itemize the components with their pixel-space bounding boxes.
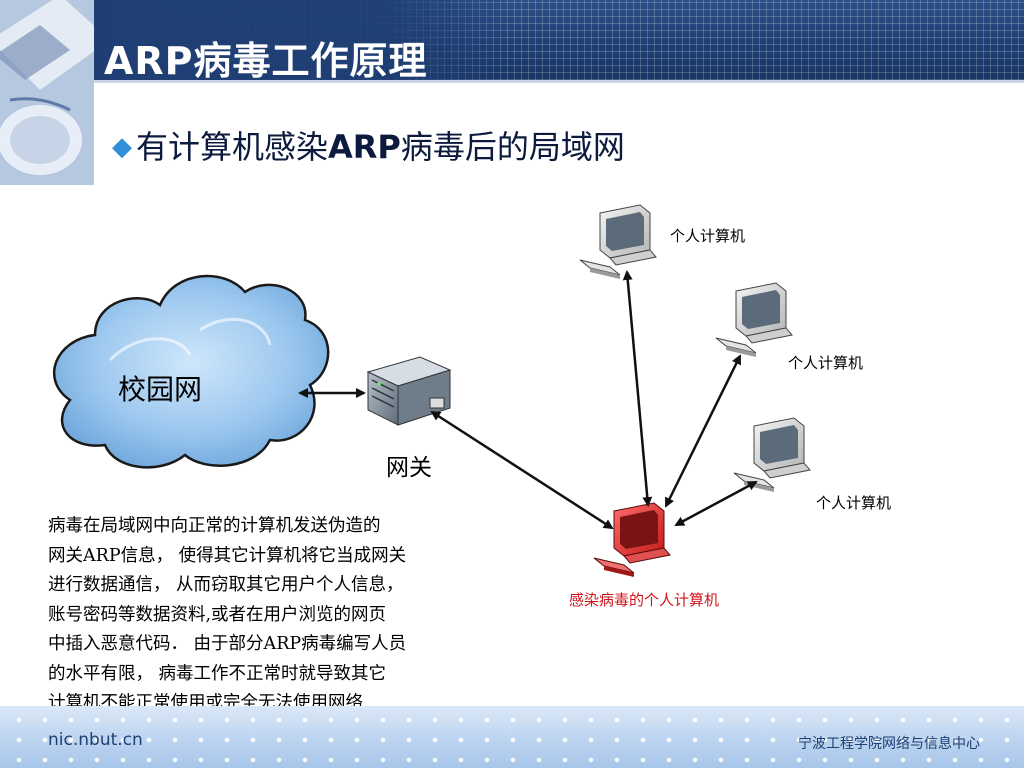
arrow-pc2-infected (664, 354, 742, 508)
description-text: 病毒在局域网中向正常的计算机发送伪造的 网关ARP信息， 使得其它计算机将它当成… (48, 516, 407, 713)
gateway-label: 网关 (386, 455, 432, 481)
footer-site: nic.nbut.cn (48, 730, 143, 750)
infected-pc-icon (593, 502, 671, 577)
slide-title: ARP病毒工作原理 (104, 39, 428, 83)
keyboard-mouse-image (0, 0, 94, 185)
pc-icon (733, 417, 811, 492)
infected-pc-label: 感染病毒的个人计算机 (569, 591, 720, 609)
title-underline (94, 80, 1024, 83)
subtitle-part-1: 有计算机感染 (136, 128, 329, 166)
pc2-label: 个人计算机 (788, 354, 864, 372)
diamond-bullet-icon: ◆ (112, 132, 132, 162)
cloud-label: 校园网 (118, 373, 203, 406)
pc1-label: 个人计算机 (670, 227, 746, 245)
footer-org: 宁波工程学院网络与信息中心 (798, 736, 980, 752)
title-bar (94, 0, 1024, 80)
title-gradient (94, 0, 514, 80)
subtitle-part-3: 病毒后的局域网 (400, 128, 625, 166)
footer-bar (0, 706, 1024, 768)
corner-decoration (0, 0, 94, 185)
pc-icon (579, 204, 657, 279)
arrow-pc1-infected (622, 270, 653, 507)
campus-network-cloud (52, 274, 330, 469)
footer-dot-pattern (0, 706, 1024, 768)
arrow-pc3-infected (674, 480, 758, 527)
subtitle-part-2: ARP (328, 128, 401, 166)
pc3-label: 个人计算机 (816, 494, 892, 512)
pc-icon (715, 282, 793, 357)
subtitle: ◆有计算机感染ARP病毒后的局域网 (112, 122, 625, 168)
arrow-gateway-infected (430, 410, 614, 530)
